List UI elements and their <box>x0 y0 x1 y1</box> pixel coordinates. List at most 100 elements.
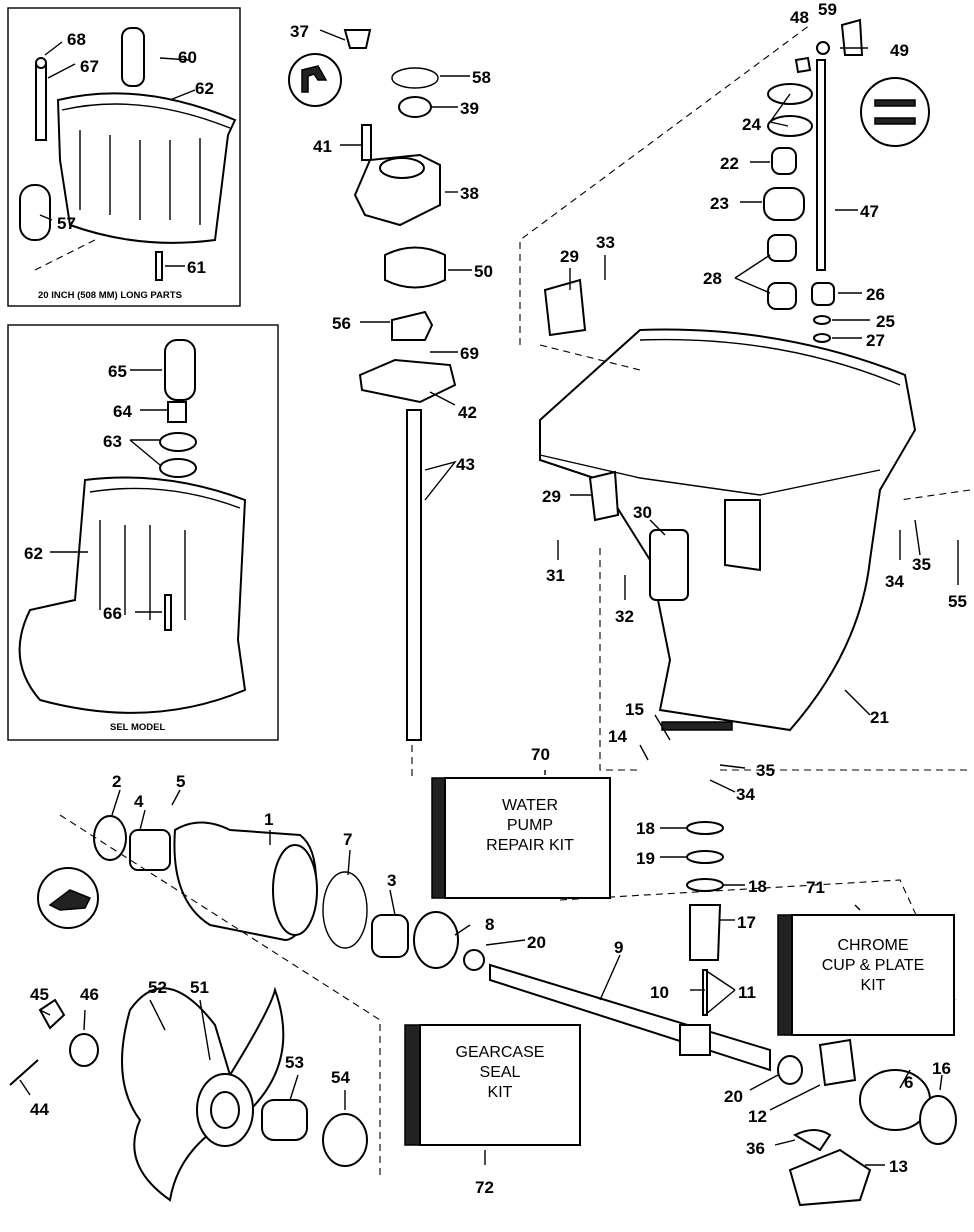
callout-68: 68 <box>67 30 86 49</box>
callout-62a: 62 <box>195 79 214 98</box>
callout-61: 61 <box>187 258 206 277</box>
callout-43: 43 <box>456 455 475 474</box>
callout-29b: 29 <box>542 487 561 506</box>
callout-66: 66 <box>103 604 122 623</box>
callout-30: 30 <box>633 503 652 522</box>
seal-kit-line-2: SEAL <box>480 1064 521 1081</box>
leader-lines <box>19 29 959 1166</box>
callout-13: 13 <box>889 1157 908 1176</box>
callout-36: 36 <box>746 1139 765 1158</box>
water-pump-kit-line-2: PUMP <box>507 817 553 834</box>
callout-56: 56 <box>332 314 351 333</box>
seal-kit-line-1: GEARCASE <box>456 1044 545 1061</box>
callout-35b: 35 <box>756 761 775 780</box>
gearcase-seal-kit: GEARCASE SEAL KIT <box>404 1024 581 1146</box>
callout-18a: 18 <box>636 819 655 838</box>
callout-23: 23 <box>710 194 729 213</box>
callout-20a: 20 <box>527 933 546 952</box>
callout-15: 15 <box>625 700 644 719</box>
callout-46: 46 <box>80 985 99 1004</box>
callout-44: 44 <box>30 1100 49 1119</box>
gearcase-housing <box>539 278 917 732</box>
callout-67: 67 <box>80 57 99 76</box>
callout-41: 41 <box>313 137 332 156</box>
callout-58: 58 <box>472 68 491 87</box>
callout-29a: 29 <box>560 247 579 266</box>
callout-11: 11 <box>738 983 756 1002</box>
callout-5: 5 <box>176 772 185 791</box>
callout-9: 9 <box>614 938 623 957</box>
callout-34b: 34 <box>736 785 755 804</box>
callout-65: 65 <box>108 362 127 381</box>
callout-7: 7 <box>343 830 352 849</box>
callout-42: 42 <box>458 403 477 422</box>
callout-22: 22 <box>720 154 739 173</box>
sel-model-caption: SEL MODEL <box>110 722 165 733</box>
callout-49: 49 <box>890 41 909 60</box>
callout-1: 1 <box>264 810 273 829</box>
callout-26: 26 <box>866 285 885 304</box>
callout-48: 48 <box>790 8 809 27</box>
chrome-kit-line-2: CUP & PLATE <box>822 957 925 974</box>
callout-14: 14 <box>608 727 627 746</box>
callout-37: 37 <box>290 22 309 41</box>
callout-numbers: 1 2 3 4 5 6 7 8 9 10 11 12 13 14 15 16 1… <box>24 0 967 1197</box>
propshaft-gear-parts <box>37 815 957 1207</box>
callout-12: 12 <box>748 1107 767 1126</box>
callout-21: 21 <box>870 708 889 727</box>
callout-24: 24 <box>742 115 761 134</box>
callout-47: 47 <box>860 202 879 221</box>
callout-10: 10 <box>650 983 669 1002</box>
callout-6: 6 <box>904 1073 913 1092</box>
callout-72: 72 <box>475 1178 494 1197</box>
callout-53: 53 <box>285 1053 304 1072</box>
callout-33: 33 <box>596 233 615 252</box>
chrome-cup-plate-kit: CHROME CUP & PLATE KIT <box>777 914 955 1036</box>
assembly-guides <box>59 24 971 1180</box>
callout-39: 39 <box>460 99 479 118</box>
callout-31: 31 <box>546 566 565 585</box>
callout-55: 55 <box>948 592 967 611</box>
callout-17: 17 <box>737 913 756 932</box>
callout-19: 19 <box>636 849 655 868</box>
water-pump-kit-line-1: WATER <box>502 797 558 814</box>
callout-57: 57 <box>57 214 76 233</box>
callout-34a: 34 <box>885 572 904 591</box>
water-pump-kit-line-3: REPAIR KIT <box>486 837 574 854</box>
callout-2: 2 <box>112 772 121 791</box>
callout-8: 8 <box>485 915 494 934</box>
callout-63: 63 <box>103 432 122 451</box>
callout-4: 4 <box>134 792 144 811</box>
callout-60: 60 <box>178 48 197 67</box>
callout-38: 38 <box>460 184 479 203</box>
water-pump-parts <box>288 29 457 780</box>
callout-54: 54 <box>331 1068 350 1087</box>
callout-64: 64 <box>113 402 132 421</box>
seal-kit-line-3: KIT <box>488 1084 513 1101</box>
callout-71: 71 <box>806 878 825 897</box>
water-pump-repair-kit: WATER PUMP REPAIR KIT <box>431 777 611 899</box>
callout-27: 27 <box>866 331 885 350</box>
long-parts-caption: 20 INCH (508 MM) LONG PARTS <box>38 290 182 301</box>
callout-32: 32 <box>615 607 634 626</box>
callout-18b: 18 <box>748 877 767 896</box>
callout-16: 16 <box>932 1059 951 1078</box>
callout-62b: 62 <box>24 544 43 563</box>
callout-45: 45 <box>30 985 49 1004</box>
callout-3: 3 <box>387 871 396 890</box>
chrome-kit-line-3: KIT <box>861 977 886 994</box>
callout-25: 25 <box>876 312 895 331</box>
inset-long-parts: 20 INCH (508 MM) LONG PARTS <box>7 7 241 307</box>
callout-35a: 35 <box>912 555 931 574</box>
callout-69: 69 <box>460 344 479 363</box>
propeller <box>9 986 368 1202</box>
driveshaft-column-parts <box>763 18 930 343</box>
inset-sel-model: SEL MODEL <box>7 324 279 741</box>
callout-52: 52 <box>148 978 167 997</box>
callout-20b: 20 <box>724 1087 743 1106</box>
callout-50: 50 <box>474 262 493 281</box>
chrome-kit-line-1: CHROME <box>837 937 908 954</box>
callout-70: 70 <box>531 745 550 764</box>
callout-59: 59 <box>818 0 837 19</box>
